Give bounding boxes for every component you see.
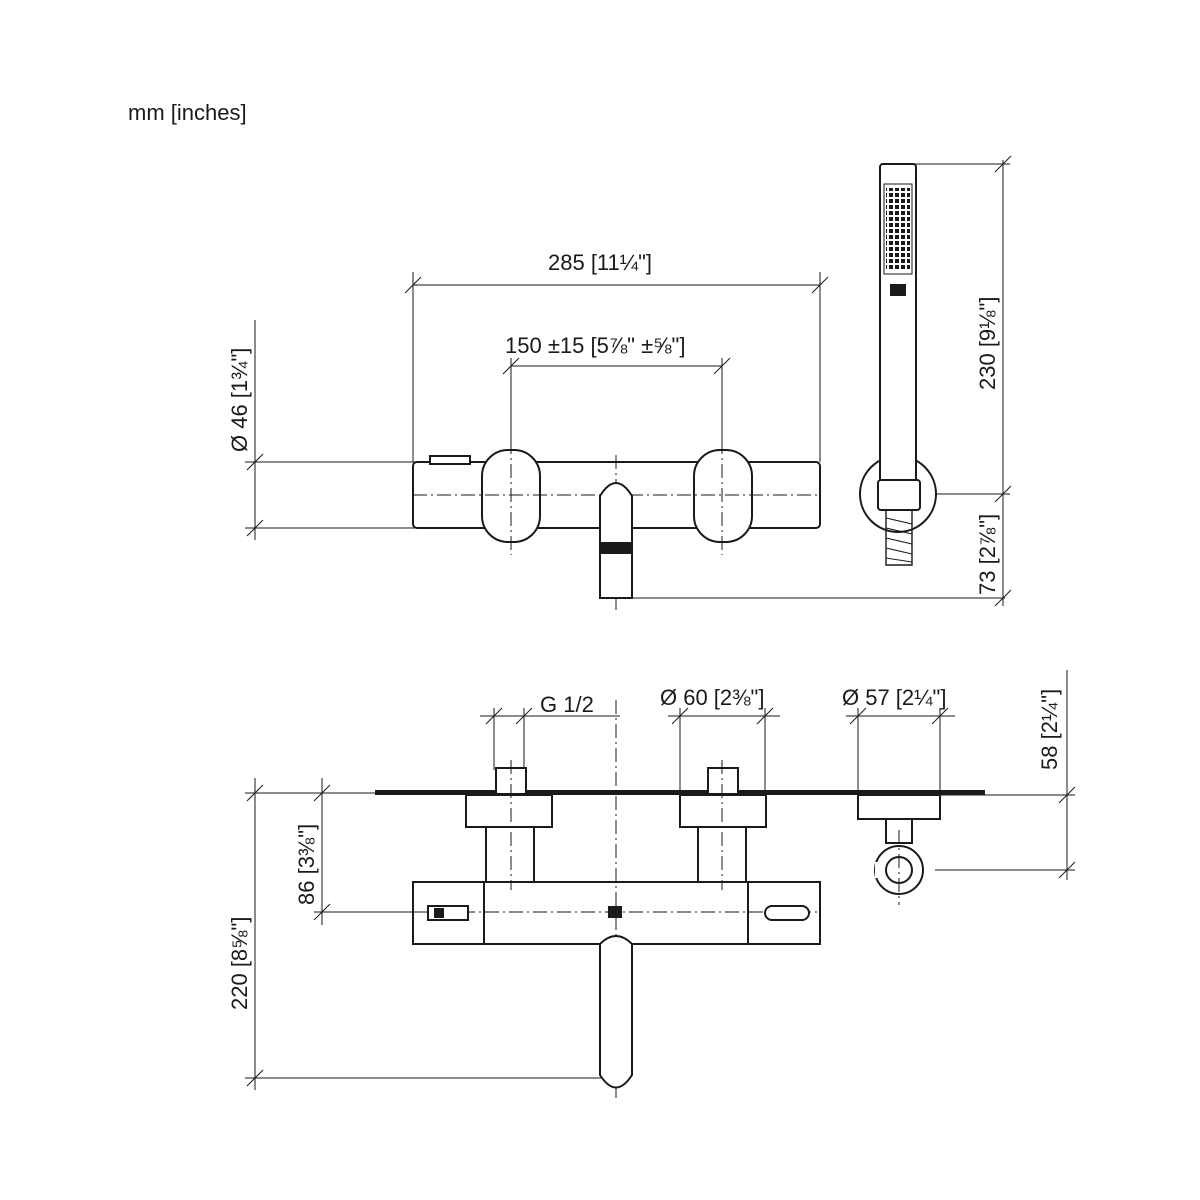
flow-lever bbox=[764, 905, 810, 921]
right-inlet-pipe bbox=[707, 767, 739, 795]
right-flange-plan bbox=[679, 794, 767, 828]
holder-plate bbox=[857, 794, 941, 820]
total-depth-label: 220 [8⅝"] bbox=[227, 917, 252, 1010]
holder-diameter-label: Ø 57 [2¼"] bbox=[842, 685, 946, 710]
center-spacing-label: 150 ±15 [5⅞" ±⅝"] bbox=[505, 333, 685, 358]
handshower-length-label: 230 [9⅛"] bbox=[975, 297, 1000, 390]
spray-nozzles bbox=[886, 188, 910, 270]
shower-button bbox=[890, 284, 906, 296]
spout-plan bbox=[599, 935, 633, 1089]
thread-label: G 1/2 bbox=[540, 692, 594, 717]
right-flange bbox=[693, 449, 753, 543]
overall-width-label: 285 [11¼"] bbox=[548, 250, 652, 275]
plan-view: G 1/2 Ø 60 [2⅜"] Ø 57 [2¼"] 58 [2¼"] 86 bbox=[227, 670, 1076, 1100]
holder-depth-label: 58 [2¼"] bbox=[1037, 689, 1062, 770]
flange-diameter-label: Ø 60 [2⅜"] bbox=[660, 685, 764, 710]
units-label: mm [inches] bbox=[128, 100, 247, 125]
spout-aerator bbox=[600, 542, 632, 554]
center-mark bbox=[608, 906, 622, 918]
body-diameter-label: Ø 46 [1¾"] bbox=[227, 348, 252, 452]
front-view: 285 [11¼"] 150 ±15 [5⅞" ±⅝"] Ø 46 [1¾"] bbox=[227, 155, 1012, 610]
hose-connector bbox=[877, 479, 921, 511]
left-connector bbox=[485, 826, 535, 886]
spout-projection-label: 73 [2⅞"] bbox=[975, 514, 1000, 595]
shower-hose bbox=[885, 510, 913, 566]
spout bbox=[599, 482, 633, 599]
temperature-knob bbox=[429, 455, 471, 465]
body-depth-label: 86 [3⅜"] bbox=[294, 824, 319, 905]
left-flange-plan bbox=[465, 794, 553, 828]
